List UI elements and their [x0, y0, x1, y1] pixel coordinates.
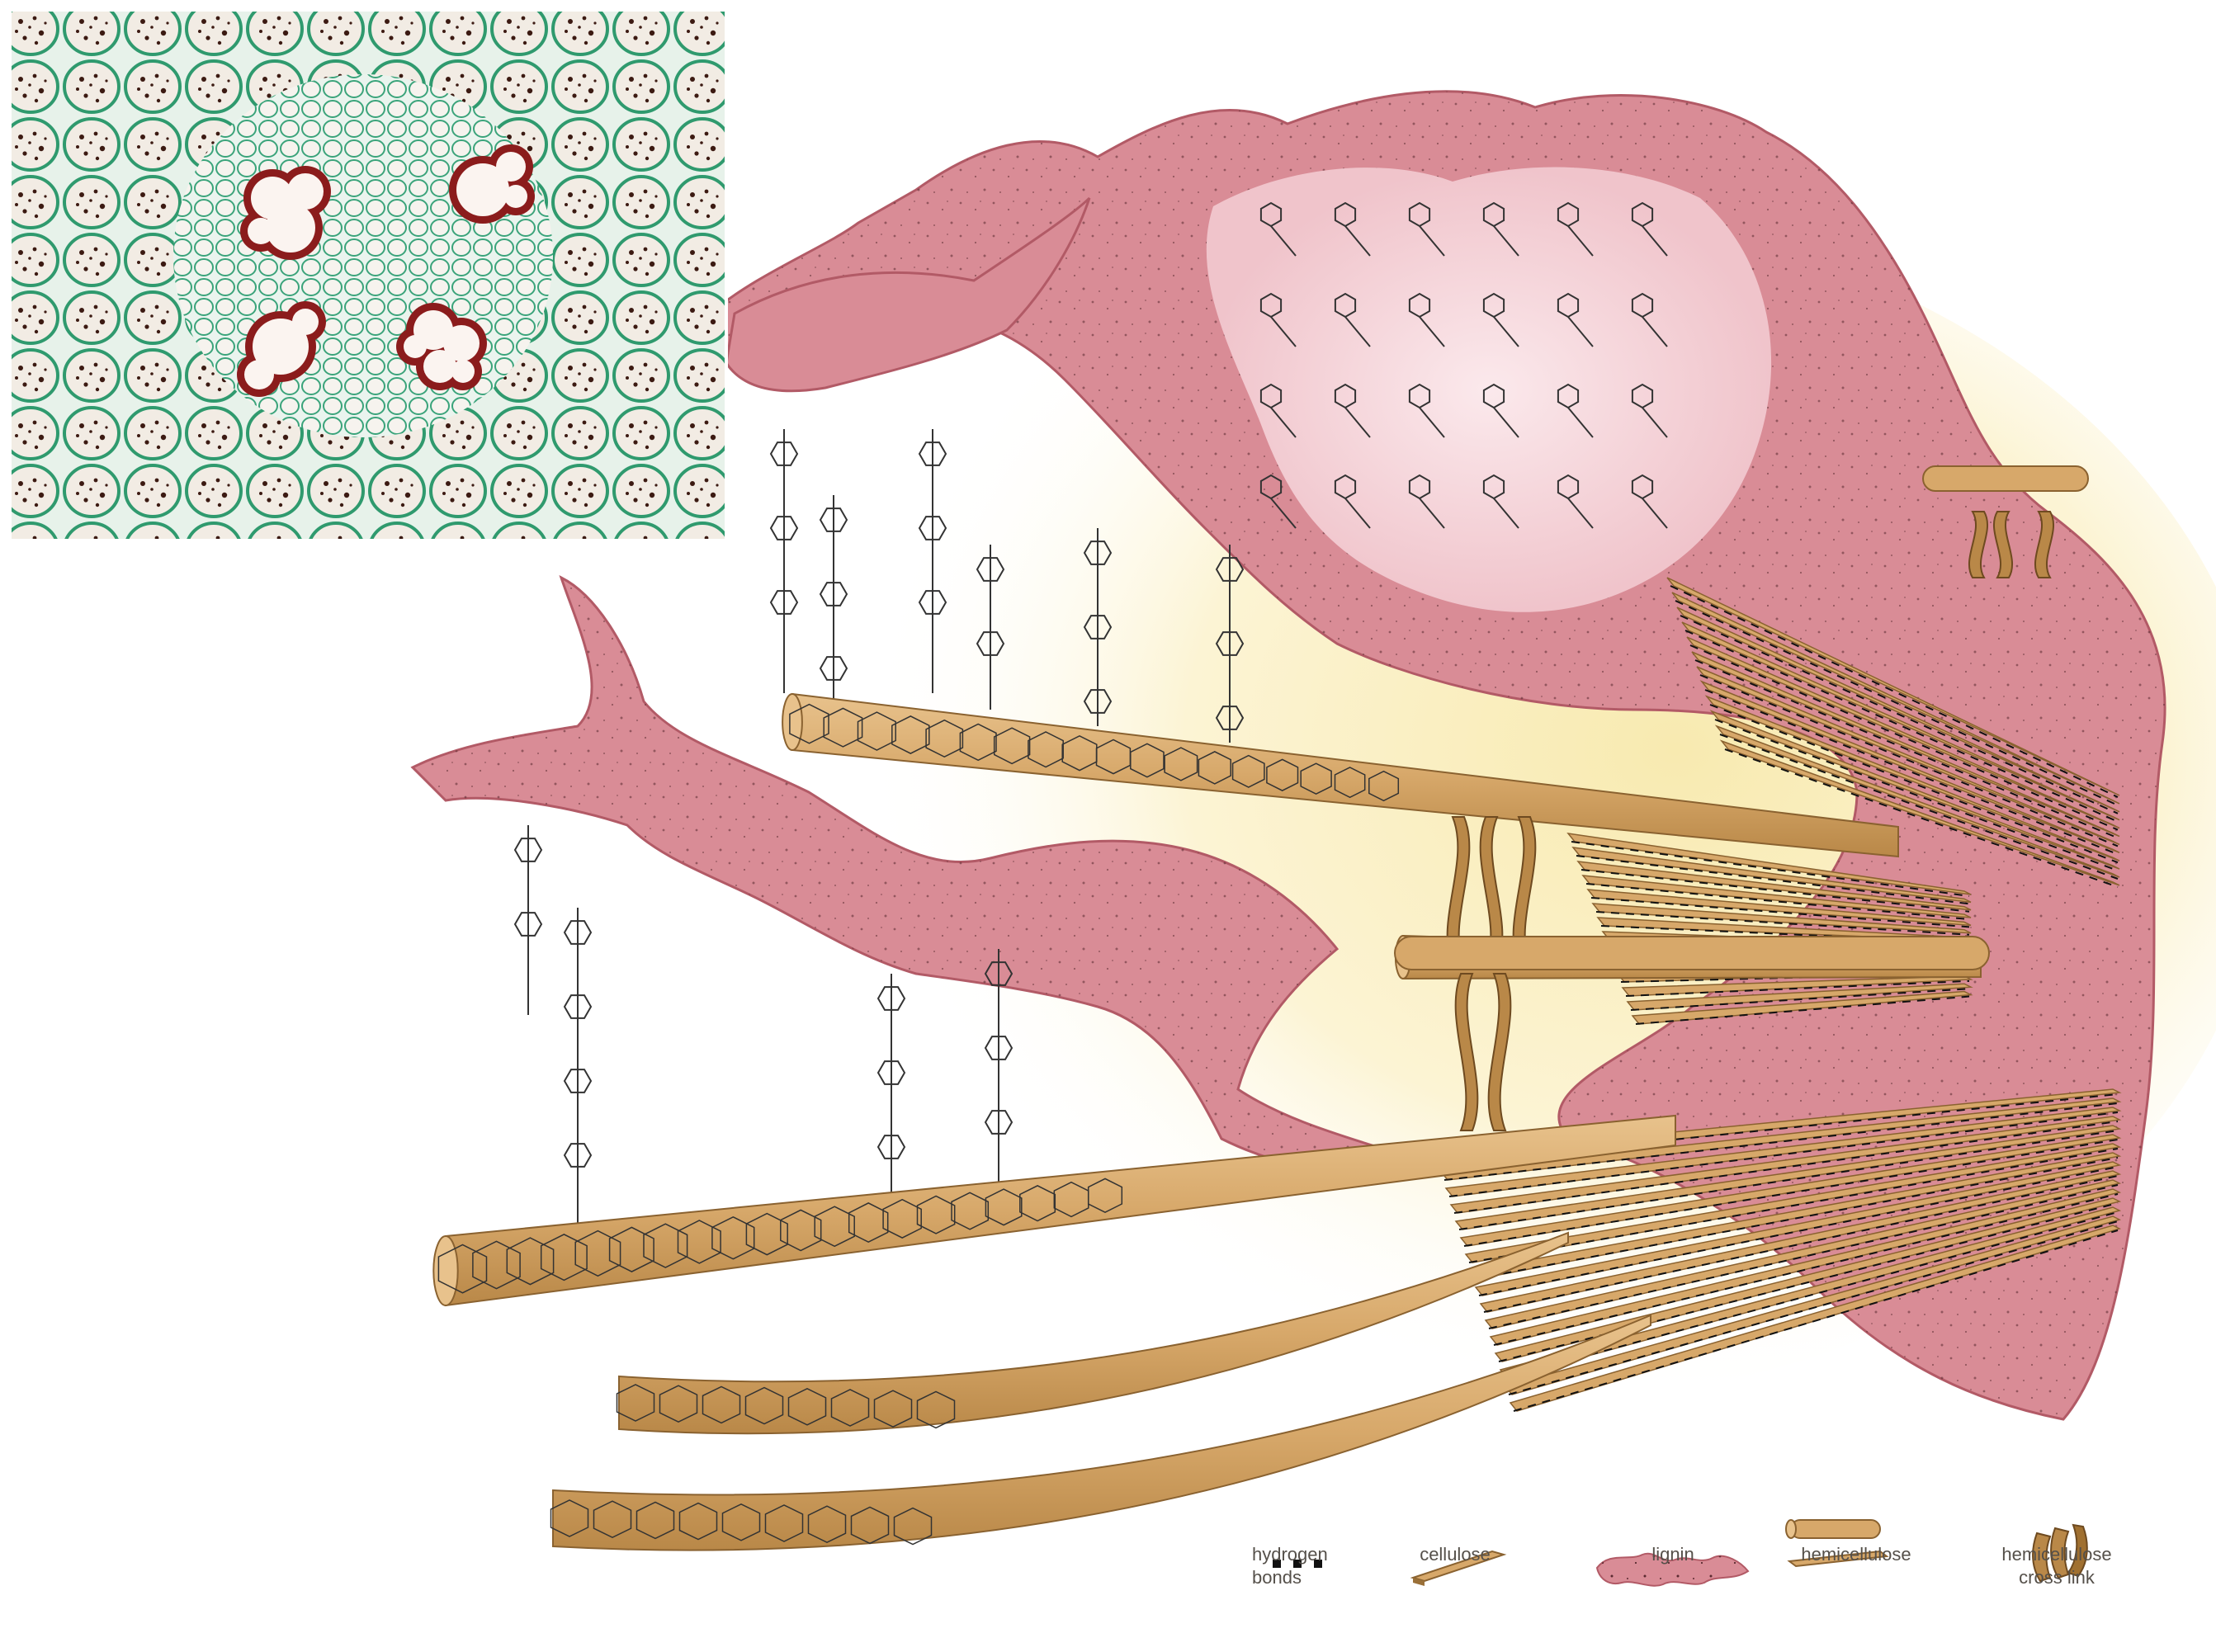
legend-label-lignin: lignin — [1578, 1543, 1768, 1566]
hemicellulose-rod — [1395, 937, 1989, 970]
legend-label-hemicellulose-cross-link: hemicellulose cross link — [1962, 1543, 2152, 1589]
legend-hemicellulose: hemicellulose — [1761, 1543, 1951, 1566]
legend-cellulose: cellulose — [1360, 1543, 1550, 1566]
legend-label-hemicellulose: hemicellulose — [1761, 1543, 1951, 1566]
legend-label-cellulose: cellulose — [1360, 1543, 1550, 1566]
legend-lignin: lignin — [1578, 1543, 1768, 1566]
micrograph-inset — [8, 8, 728, 542]
legend-hemicellulose-cross-link: hemicellulose cross link — [1962, 1543, 2152, 1589]
hemicellulose-rod — [1923, 466, 2088, 491]
